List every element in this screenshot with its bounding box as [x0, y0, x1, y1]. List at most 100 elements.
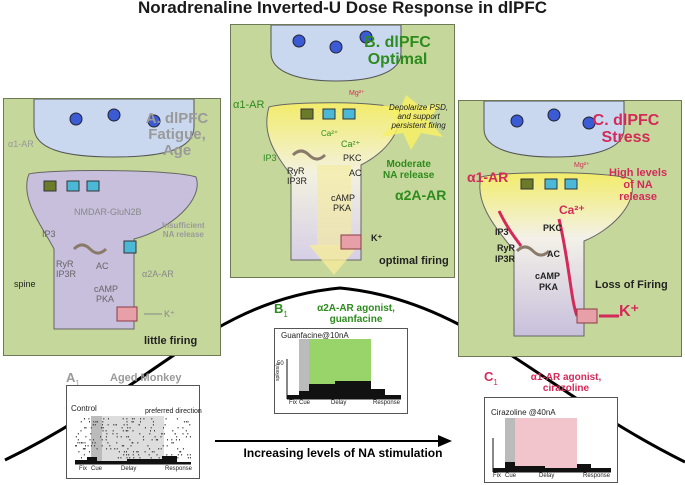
- raster-spike: [150, 427, 152, 429]
- raster-spike: [81, 442, 82, 444]
- raster-spike: [180, 451, 182, 453]
- raster-spike: [154, 430, 155, 432]
- raster-spike: [77, 439, 79, 441]
- pka-label-c: PKA: [539, 282, 559, 292]
- raster-spike: [126, 457, 128, 459]
- raster-spike: [90, 433, 92, 435]
- inset-c1-plot: [492, 418, 611, 473]
- raster-spike: [177, 454, 179, 456]
- little-firing-label: little firing: [144, 335, 198, 347]
- panel-a-drawing: [26, 99, 198, 330]
- raster-spike: [105, 430, 107, 432]
- raster-spike: [140, 421, 141, 423]
- raster-spike: [127, 427, 129, 429]
- raster-spike: [151, 418, 153, 420]
- raster-spike: [112, 430, 114, 432]
- raster-spike: [153, 451, 155, 453]
- k-label-c: K⁺: [619, 303, 639, 320]
- pkc-label-c: PKC: [543, 223, 563, 233]
- raster-spike: [156, 454, 158, 456]
- ac-label: AC: [96, 261, 109, 271]
- inset-a1-raster: Control preferred direction Fix Cue Dela…: [66, 385, 202, 479]
- raster-spike: [114, 448, 116, 450]
- mg-label: Mg²⁺: [349, 90, 365, 97]
- inset-b1-fix: Fix: [289, 400, 297, 406]
- raster-spike: [137, 451, 139, 453]
- panel-c-title-2: Stress: [601, 128, 651, 146]
- raster-spike: [84, 448, 85, 450]
- raster-spike: [89, 451, 90, 453]
- raster-spike: [128, 454, 130, 456]
- raster-spike: [118, 451, 120, 453]
- raster-spike: [101, 439, 103, 441]
- raster-spike: [132, 451, 134, 453]
- inset-b1-raster: Guanfacine@10nA 50 spikes/s Fix Cue Dela…: [274, 328, 408, 414]
- raster-spike: [175, 439, 177, 441]
- ryr-label-c: RyR: [497, 243, 516, 253]
- moderate-2: NA release: [383, 170, 435, 181]
- raster-spike: [77, 433, 79, 435]
- inset-c1-sub: 1: [493, 378, 498, 388]
- raster-spike: [96, 421, 98, 423]
- nmdar-label: NMDAR-GluN2B: [74, 207, 142, 217]
- raster-spike: [110, 448, 112, 450]
- raster-spike: [143, 418, 145, 420]
- raster-spike: [85, 427, 87, 429]
- raster-spike: [126, 436, 128, 438]
- raster-spike: [77, 442, 79, 444]
- raster-spike: [80, 430, 82, 432]
- raster-spike: [130, 445, 132, 447]
- raster-spike: [152, 424, 154, 426]
- raster-spike: [138, 424, 140, 426]
- raster-spike: [189, 457, 191, 459]
- raster-spike: [116, 448, 118, 450]
- raster-spike: [84, 427, 86, 429]
- inset-c1-caption-1: α1-AR agonist,: [530, 372, 602, 383]
- inset-a1-sub: 1: [75, 379, 80, 389]
- high-3: release: [619, 191, 657, 203]
- ryr-label-b: RyR: [287, 166, 305, 176]
- raster-spike: [131, 418, 133, 420]
- mg-label-c: Mg²⁺: [574, 162, 590, 169]
- raster-spike: [152, 421, 154, 423]
- panel-a-title-2: Fatigue,: [148, 125, 206, 143]
- inset-b1-sub: 1: [283, 310, 288, 320]
- raster-spike: [101, 445, 103, 447]
- depolarize-3: persistent firing: [391, 121, 446, 130]
- raster-spike: [133, 418, 135, 420]
- raster-spike: [126, 451, 127, 453]
- raster-spike: [126, 454, 128, 456]
- inset-b1-letter: B: [274, 301, 284, 316]
- inset-c1-caption-2: cirazoline: [542, 383, 590, 394]
- camp-label: cAMP: [94, 284, 119, 294]
- raster-spike: [122, 418, 124, 420]
- raster-spike: [182, 433, 184, 435]
- panel-a: A. dlPFC Fatigue, Age NMDAR-GluN2B α1-AR…: [3, 98, 221, 356]
- raster-spike: [183, 421, 185, 423]
- raster-spike: [162, 445, 164, 447]
- raster-spike: [127, 430, 129, 432]
- raster-spike: [126, 430, 127, 432]
- raster-spike: [177, 457, 179, 459]
- raster-spike: [96, 448, 98, 450]
- panel-c-title-1: C. dlPFC: [592, 112, 660, 129]
- inset-a1-plot: [75, 416, 191, 465]
- raster-spike: [107, 442, 109, 444]
- insufficient-2: NA release: [162, 230, 204, 239]
- insufficient-1: Insufficient: [162, 221, 205, 230]
- raster-spike: [102, 430, 104, 432]
- raster-spike: [89, 439, 91, 441]
- raster-spike: [144, 451, 146, 453]
- raster-spike: [164, 424, 166, 426]
- raster-spike: [120, 457, 122, 459]
- raster-spike: [172, 442, 174, 444]
- raster-spike: [113, 424, 115, 426]
- raster-spike: [171, 439, 173, 441]
- ac-label-b: AC: [349, 168, 362, 178]
- raster-spike: [182, 427, 184, 429]
- ca-label-b: Ca²⁺: [341, 139, 361, 149]
- raster-spike: [182, 448, 184, 450]
- raster-spike: [122, 430, 124, 432]
- raster-spike: [136, 451, 138, 453]
- raster-spike: [171, 442, 173, 444]
